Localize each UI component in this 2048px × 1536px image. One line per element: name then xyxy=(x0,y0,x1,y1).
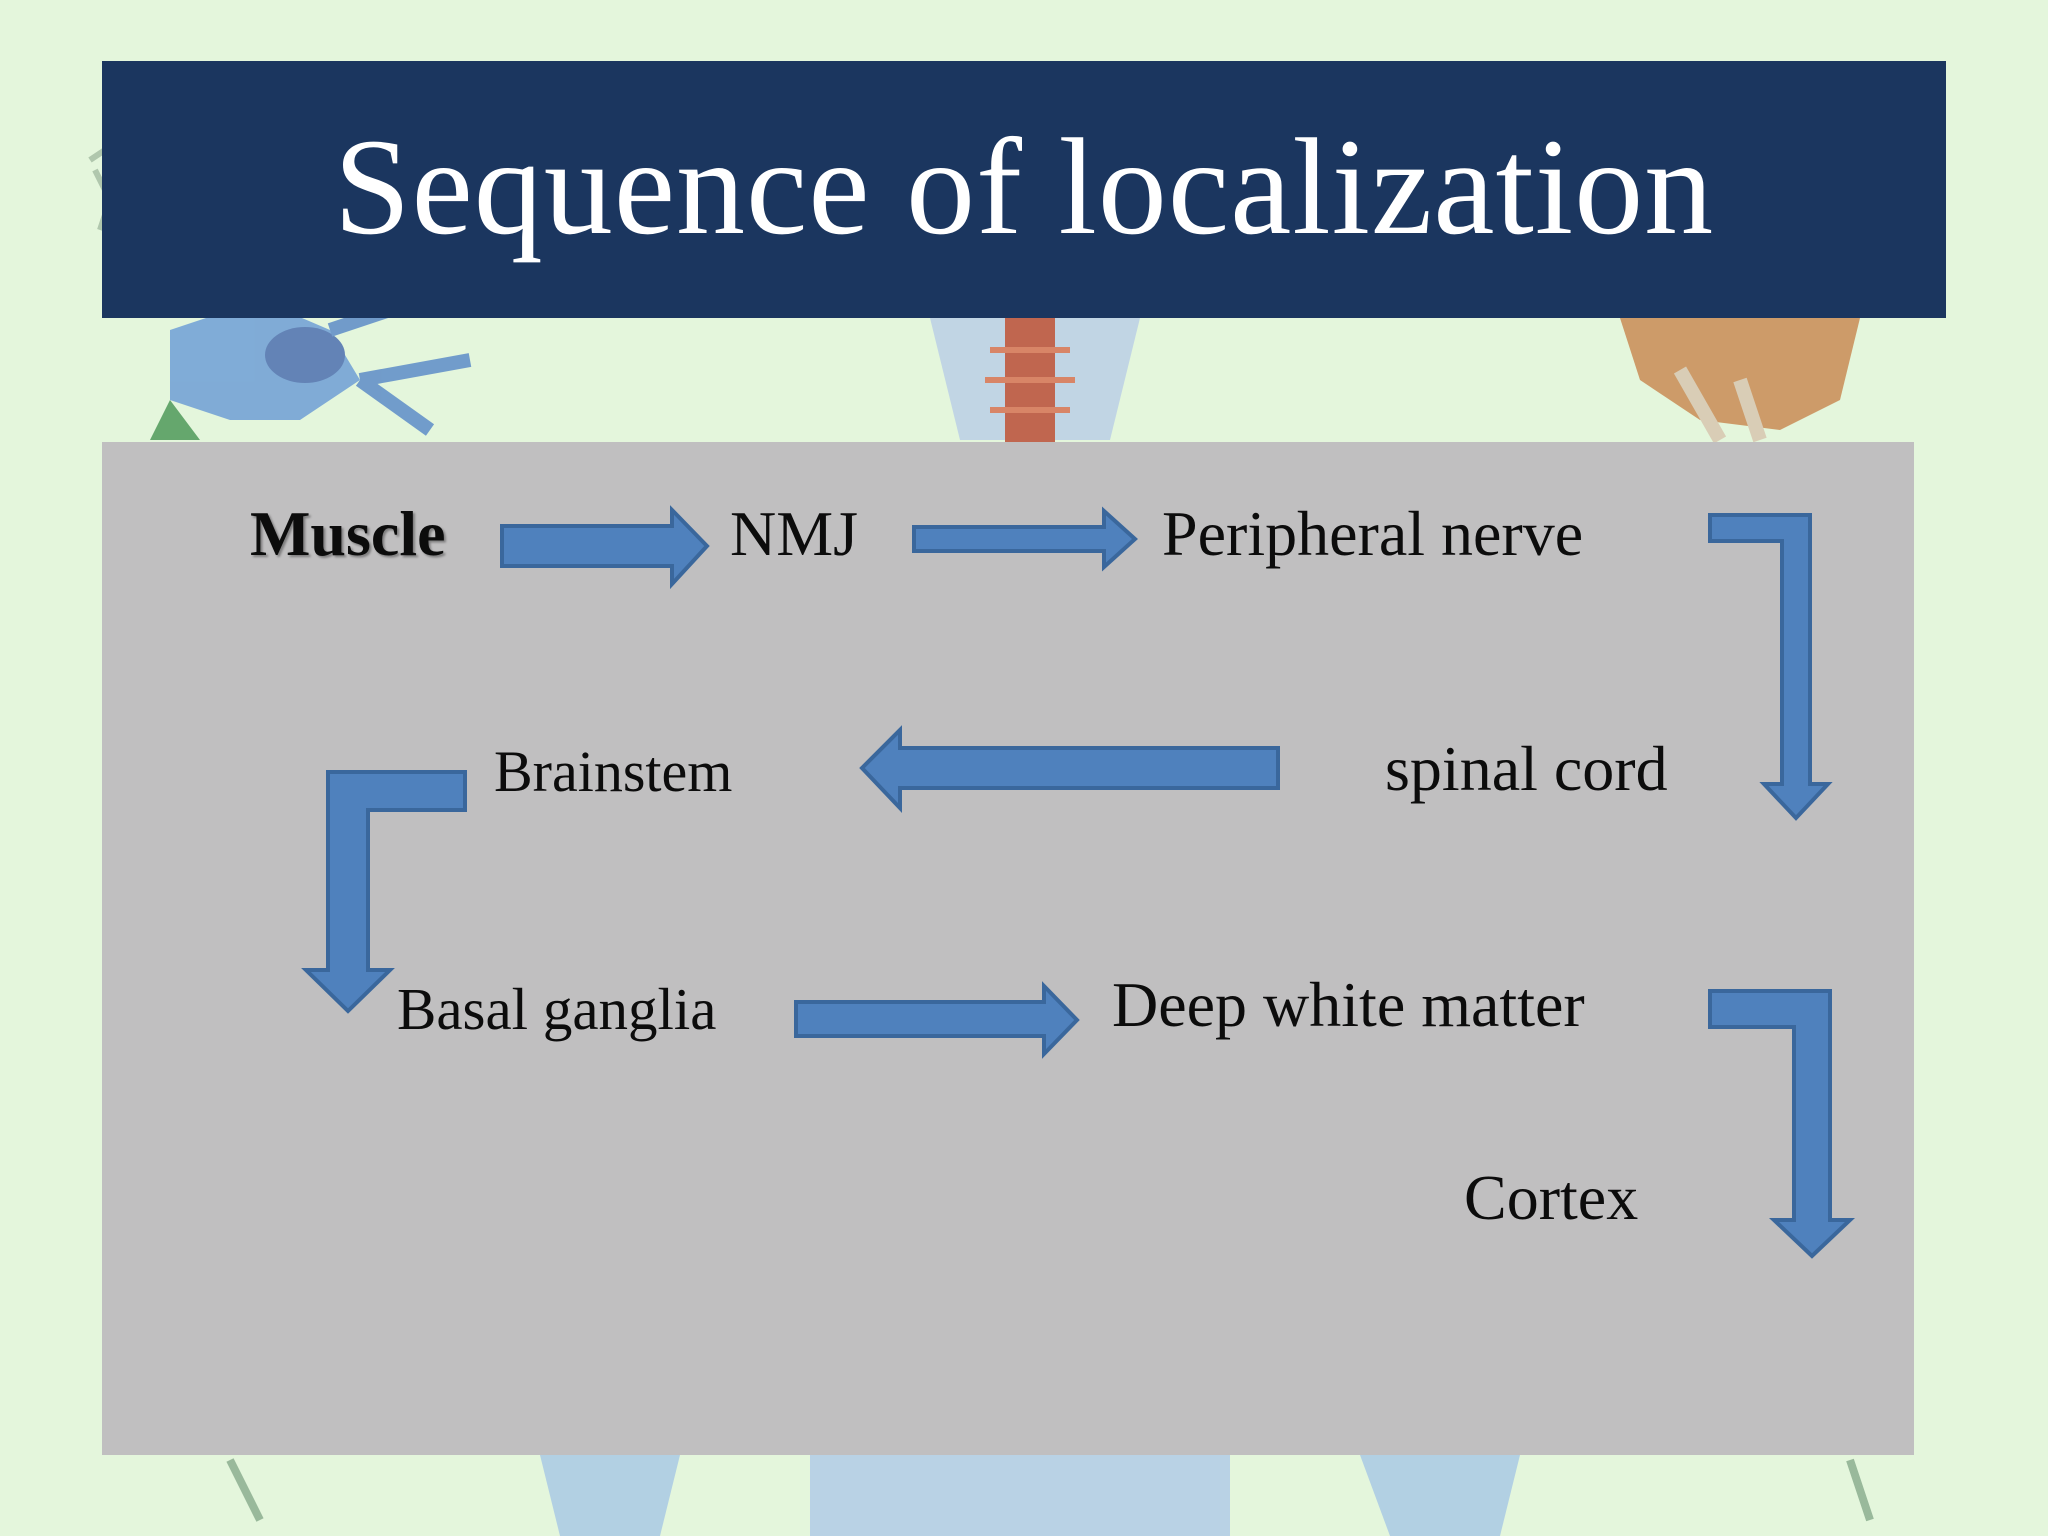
arrow-deep-white-matter-to-cortex xyxy=(1708,989,1856,1259)
node-cortex: Cortex xyxy=(1464,1162,1639,1233)
arrow-brainstem-to-basal-ganglia xyxy=(301,770,467,1014)
node-brainstem: Brainstem xyxy=(494,739,733,804)
organ-illustration xyxy=(1620,318,1860,444)
arrow-nmj-to-peripheral-nerve xyxy=(912,506,1138,572)
arrow-spinal-cord-to-brainstem xyxy=(859,725,1280,814)
node-muscle: Muscle xyxy=(250,498,446,569)
arrow-basal-ganglia-to-deep-white-matter xyxy=(794,981,1080,1059)
diagram-panel xyxy=(102,442,1914,1455)
node-basal-ganglia: Basal ganglia xyxy=(397,976,717,1042)
node-nmj: NMJ xyxy=(730,498,859,569)
arrow-muscle-to-nmj xyxy=(500,505,710,590)
bottom-illustration xyxy=(226,1455,1874,1536)
title-bar: Sequence of localization xyxy=(102,61,1946,318)
node-spinal-cord: spinal cord xyxy=(1385,733,1668,804)
node-deep-white-matter: Deep white matter xyxy=(1112,969,1585,1040)
spinal-column-illustration xyxy=(930,318,1140,442)
arrow-peripheral-nerve-to-spinal-cord xyxy=(1708,513,1833,821)
node-peripheral-nerve: Peripheral nerve xyxy=(1162,498,1584,569)
slide-title: Sequence of localization xyxy=(333,109,1715,263)
